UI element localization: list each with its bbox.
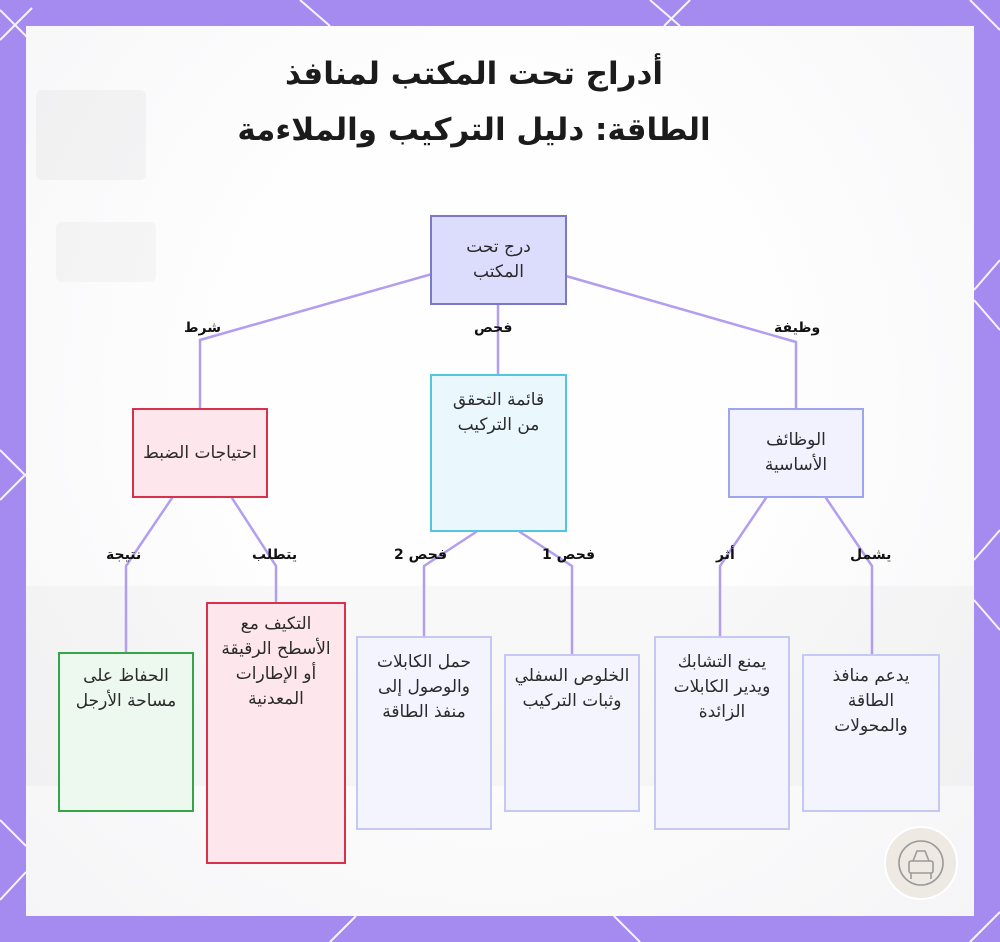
node-install-checklist: قائمة التحقق من التركيب xyxy=(430,374,567,532)
desk-logo-glyph xyxy=(895,837,947,889)
node-install-checklist-label: قائمة التحقق من التركيب xyxy=(440,388,557,438)
node-core-functions-label: الوظائف الأساسية xyxy=(738,428,854,478)
edge-root-adjust xyxy=(200,274,432,408)
edge-label-check: فحص xyxy=(474,320,512,336)
node-adapt-surfaces: التكيف مع الأسطح الرقيقة أو الإطارات الم… xyxy=(206,602,346,864)
node-core-functions: الوظائف الأساسية xyxy=(728,408,864,498)
node-legroom: الحفاظ على مساحة الأرجل xyxy=(58,652,194,812)
node-root-label: درج تحت المكتب xyxy=(440,235,557,285)
node-supports-label: يدعم منافذ الطاقة والمحولات xyxy=(812,664,930,739)
edge-label-condition: شرط xyxy=(184,320,221,336)
node-root: درج تحت المكتب xyxy=(430,215,567,305)
node-cable-access-label: حمل الكابلات والوصول إلى منفذ الطاقة xyxy=(366,650,482,725)
node-legroom-label: الحفاظ على مساحة الأرجل xyxy=(68,664,184,714)
edge-label-requires: يتطلب xyxy=(252,547,297,563)
edge-label-effect: أثر xyxy=(716,547,735,563)
edge-label-check-2: فحص 2 xyxy=(394,547,447,563)
edge-functions-supports xyxy=(826,498,872,654)
desk-logo-icon xyxy=(884,826,958,900)
edge-label-result: نتيجة xyxy=(106,547,141,563)
node-tangle-label: يمنع التشابك ويدير الكابلات الزائدة xyxy=(664,650,780,725)
node-tangle: يمنع التشابك ويدير الكابلات الزائدة xyxy=(654,636,790,830)
edge-root-functions xyxy=(566,276,796,408)
edge-adjust-legroom xyxy=(126,498,172,652)
node-clearance-label: الخلوص السفلي وثبات التركيب xyxy=(514,664,630,714)
edge-functions-tangle xyxy=(720,498,766,636)
edge-label-includes: يشمل xyxy=(850,547,891,563)
edge-label-check-1: فحص 1 xyxy=(542,547,595,563)
node-supports: يدعم منافذ الطاقة والمحولات xyxy=(802,654,940,812)
node-adjust-needs: احتياجات الضبط xyxy=(132,408,268,498)
node-cable-access: حمل الكابلات والوصول إلى منفذ الطاقة xyxy=(356,636,492,830)
node-adjust-needs-label: احتياجات الضبط xyxy=(143,441,257,466)
edge-label-function: وظيفة xyxy=(774,320,820,336)
node-clearance: الخلوص السفلي وثبات التركيب xyxy=(504,654,640,812)
node-adapt-surfaces-label: التكيف مع الأسطح الرقيقة أو الإطارات الم… xyxy=(216,612,336,712)
